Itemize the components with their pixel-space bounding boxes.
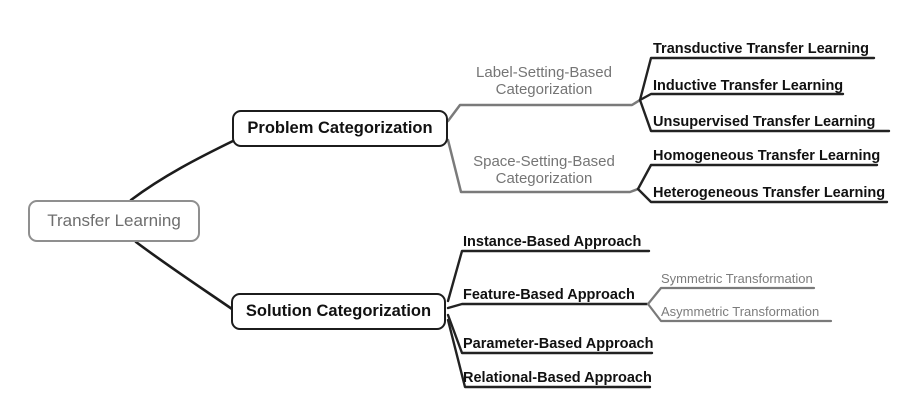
node-relational-based-approach: Relational-Based Approach: [463, 370, 652, 386]
node-instance-based-approach: Instance-Based Approach: [463, 234, 642, 250]
node-unsupervised-transfer-learning: Unsupervised Transfer Learning: [653, 114, 876, 130]
node-transfer-learning-label: Transfer Learning: [47, 211, 181, 230]
edge-labelsetting-unsupervised: [638, 98, 891, 133]
node-asymmetric-transformation: Asymmetric Transformation: [661, 304, 820, 319]
node-solution-categorization: Solution Categorization: [231, 293, 446, 330]
edge-solution-relational: [446, 318, 652, 389]
node-solution-categorization-label: Solution Categorization: [245, 302, 432, 320]
edge-labelsetting-transductive: [638, 56, 876, 102]
edge-feature-symmetric: [646, 286, 816, 306]
node-space-setting-based-categorization: Space-Setting-Based Categorization: [473, 153, 615, 187]
edge-root-problem: [129, 138, 237, 202]
edge-labelsetting-inductive: [638, 92, 845, 102]
node-symmetric-transformation: Symmetric Transformation: [661, 271, 813, 286]
edge-solution-parameter: [446, 313, 654, 355]
node-homogeneous-transfer-learning: Homogeneous Transfer Learning: [653, 148, 881, 164]
node-problem-categorization: Problem Categorization: [232, 110, 448, 147]
edge-spacesetting-heterogeneous: [636, 187, 889, 204]
node-problem-categorization-label: Problem Categorization: [247, 119, 433, 137]
edge-root-solution: [134, 240, 234, 311]
edge-spacesetting-homogeneous: [636, 163, 879, 191]
node-feature-based-approach: Feature-Based Approach: [463, 287, 635, 303]
edge-solution-instance: [446, 249, 651, 303]
node-transfer-learning: Transfer Learning: [28, 200, 200, 242]
edge-solution-feature: [446, 302, 649, 310]
node-label-setting-based-categorization: Label-Setting-Based Categorization: [476, 64, 612, 98]
node-inductive-transfer-learning: Inductive Transfer Learning: [653, 78, 844, 94]
edge-problem-label-setting: [446, 98, 642, 123]
edge-feature-asymmetric: [646, 302, 833, 323]
edge-problem-space-setting: [446, 138, 640, 194]
node-transductive-transfer-learning: Transductive Transfer Learning: [653, 41, 869, 57]
node-parameter-based-approach: Parameter-Based Approach: [463, 336, 654, 352]
node-heterogeneous-transfer-learning: Heterogeneous Transfer Learning: [653, 185, 886, 201]
